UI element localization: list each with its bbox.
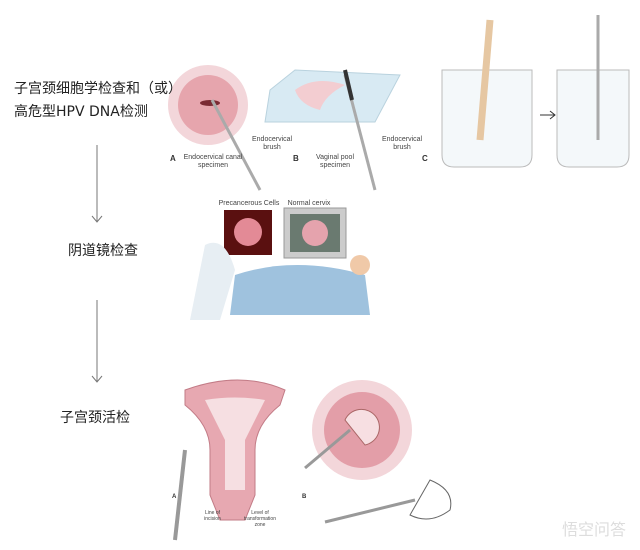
flow-arrows	[91, 145, 103, 383]
slide-b-illustration	[264, 69, 401, 191]
jars-c-illustration	[441, 15, 630, 168]
step-biopsy: 子宫颈活检	[60, 410, 130, 426]
step-cytology-line1: 子宫颈细胞学检查和（或）	[14, 81, 182, 97]
label-a: A	[170, 154, 176, 163]
cervix-b-illustration	[304, 380, 452, 524]
brush-label-2: Endocervical brush	[382, 136, 423, 151]
biopsy-label-b: B	[302, 494, 307, 500]
biopsy-label-a: A	[172, 494, 177, 500]
brush-label-1: Endocervical brush	[252, 136, 293, 151]
transformation-zone-label: Level of transformation zone	[244, 510, 276, 528]
precancerous-label: Precancerous Cells	[218, 200, 280, 207]
step-cytology-line2: 高危型HPV DNA检测	[14, 104, 148, 120]
label-b: B	[293, 154, 299, 163]
vaginal-pool-label: Vaginal pool specimen	[315, 154, 354, 169]
cervix-a-illustration	[168, 65, 262, 191]
colposcopy-illustration	[190, 207, 370, 320]
normal-cervix-label: Normal cervix	[287, 200, 331, 207]
uterus-illustration	[173, 379, 286, 541]
step-colposcopy: 阴道镜检查	[68, 243, 138, 259]
incision-label: Line of incision	[204, 510, 221, 522]
endocervical-canal-label: Endocervical canal specimen	[183, 154, 243, 169]
label-c: C	[422, 154, 428, 163]
watermark: 悟空问答	[561, 520, 626, 539]
